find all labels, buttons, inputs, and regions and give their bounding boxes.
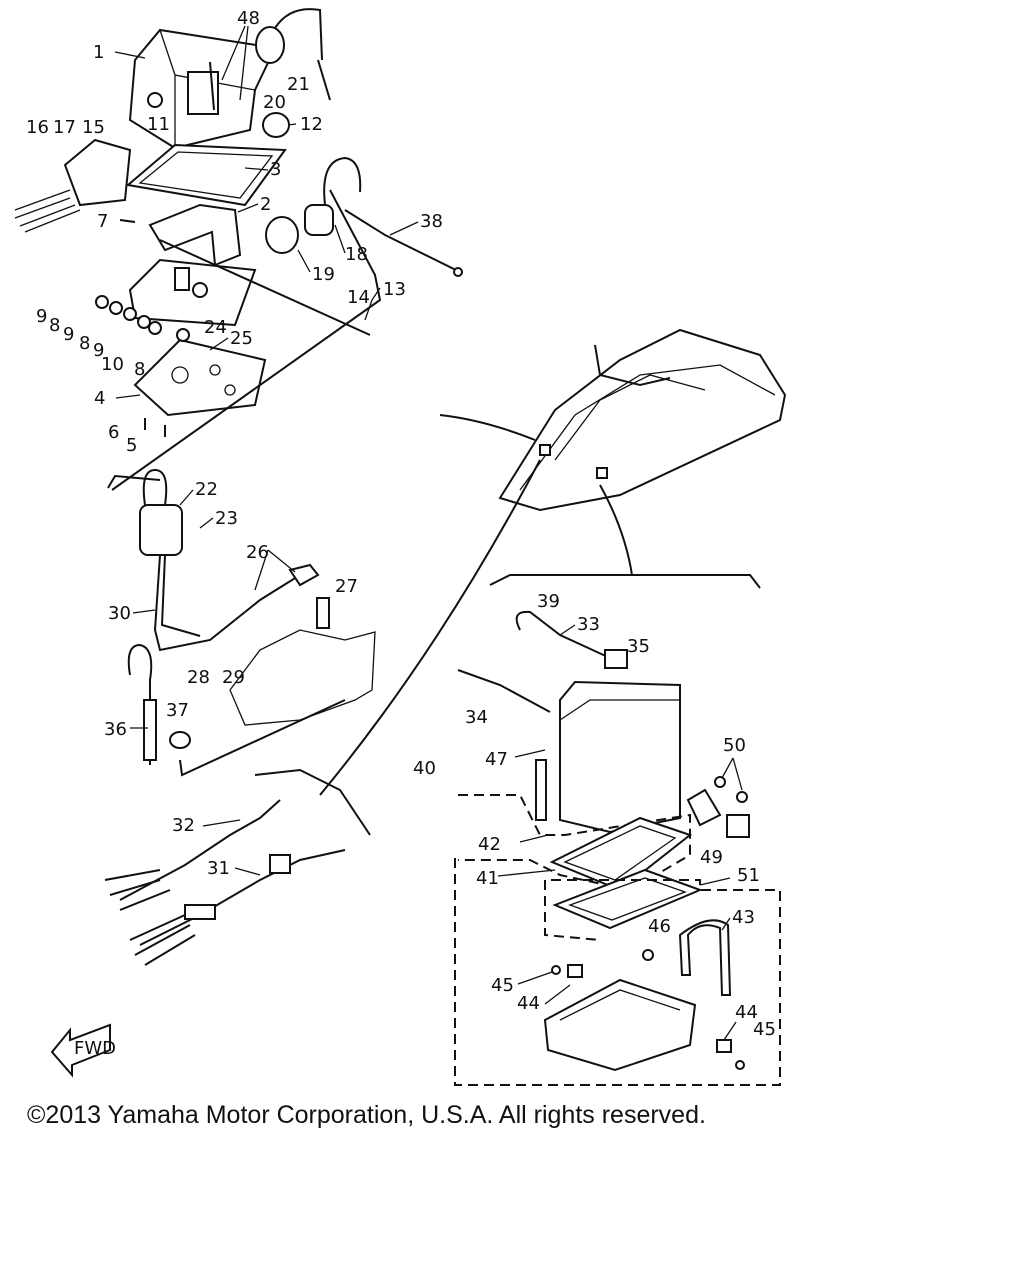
part-label: 47 — [485, 749, 508, 770]
fwd-badge-text: FWD — [74, 1038, 116, 1059]
part-label: 39 — [537, 591, 560, 612]
part-label: 10 — [101, 354, 124, 375]
part-label: 22 — [195, 479, 218, 500]
part-label: 15 — [82, 117, 105, 138]
part-label: 41 — [476, 868, 499, 889]
part-label: 14 — [347, 287, 370, 308]
part-label: 6 — [108, 422, 119, 443]
part-label: 8 — [79, 333, 90, 354]
part-label: 26 — [246, 542, 269, 563]
ignition-coil-assembly — [107, 468, 376, 777]
part-label: 1 — [93, 42, 104, 63]
part-label: 8 — [134, 359, 145, 380]
part-label: 30 — [108, 603, 131, 624]
part-labels: 1 48 20 21 12 11 16 17 15 3 2 7 38 18 19… — [26, 8, 776, 1040]
part-label: 45 — [753, 1019, 776, 1040]
part-label: 35 — [627, 636, 650, 657]
wire-harness-assembly — [104, 768, 371, 966]
part-label: 32 — [172, 815, 195, 836]
part-label: 51 — [737, 865, 760, 886]
part-label: 3 — [270, 159, 281, 180]
part-label: 27 — [335, 576, 358, 597]
part-label: 28 — [187, 667, 210, 688]
part-label: 46 — [648, 916, 671, 937]
leader-lines — [114, 25, 743, 1041]
part-label: 33 — [577, 614, 600, 635]
part-label: 19 — [312, 264, 335, 285]
part-label: 29 — [222, 667, 245, 688]
part-label: 4 — [94, 388, 105, 409]
part-label: 17 — [53, 117, 76, 138]
copyright-notice: ©2013 Yamaha Motor Corporation, U.S.A. A… — [27, 1101, 706, 1129]
part-label: 9 — [36, 306, 47, 327]
battery-assembly — [454, 574, 781, 1086]
part-label: 24 — [204, 317, 227, 338]
part-label: 13 — [383, 279, 406, 300]
part-label: 31 — [207, 858, 230, 879]
part-label: 9 — [63, 324, 74, 345]
watercraft-hull — [319, 328, 787, 796]
part-label: 16 — [26, 117, 49, 138]
part-label: 8 — [49, 315, 60, 336]
part-label: 21 — [287, 74, 310, 95]
part-label: 5 — [126, 435, 137, 456]
part-label: 23 — [215, 508, 238, 529]
exploded-parts-diagram: FWD 1 48 20 21 12 11 16 17 15 3 2 7 38 1… — [14, 8, 787, 1086]
part-label: 42 — [478, 834, 501, 855]
part-label: 12 — [300, 114, 323, 135]
part-label: 44 — [735, 1002, 758, 1023]
part-label: 37 — [166, 700, 189, 721]
part-label: 45 — [491, 975, 514, 996]
part-label: 9 — [93, 340, 104, 361]
part-label: 50 — [723, 735, 746, 756]
part-label: 11 — [147, 114, 170, 135]
part-label: 40 — [413, 758, 436, 779]
part-label: 44 — [517, 993, 540, 1014]
part-label: 49 — [700, 847, 723, 868]
part-label: 34 — [465, 707, 488, 728]
part-label: 43 — [732, 907, 755, 928]
part-label: 18 — [345, 244, 368, 265]
part-label: 38 — [420, 211, 443, 232]
electrical-box-assembly — [14, 8, 463, 491]
part-label: 36 — [104, 719, 127, 740]
part-label: 20 — [263, 92, 286, 113]
part-label: 25 — [230, 328, 253, 349]
forward-direction-badge: FWD — [50, 1023, 116, 1078]
part-label: 2 — [260, 194, 271, 215]
part-label: 48 — [237, 8, 260, 29]
part-label: 7 — [97, 211, 108, 232]
